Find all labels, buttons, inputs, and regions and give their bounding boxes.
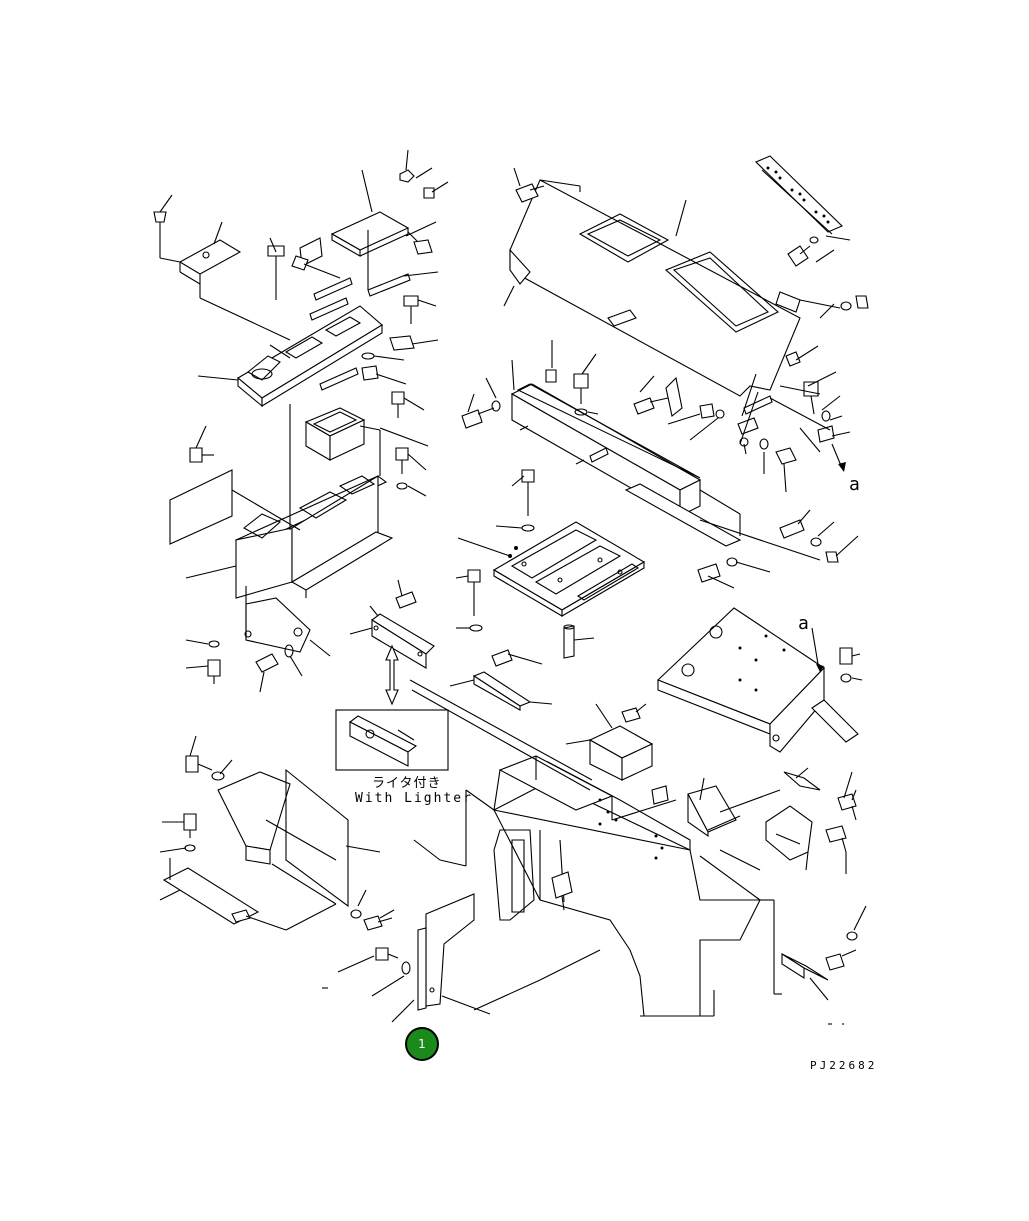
ashtray-box [304, 407, 366, 461]
right-fittings [697, 295, 869, 589]
lighter-note-japanese: ライタ付き [372, 776, 442, 791]
side-cover-left [162, 768, 349, 931]
top-cover [503, 167, 801, 397]
bolts-left [183, 169, 435, 852]
lighter-inset-box [335, 709, 449, 771]
console-lower-body [169, 469, 394, 599]
connector-lines [289, 385, 821, 561]
control-box [565, 703, 654, 781]
reference-label-a-arrow: a [849, 474, 860, 495]
seat-mount-plate [455, 469, 646, 659]
reference-label-a-target: a [798, 613, 809, 634]
lighter-note-english: With Lighter [355, 791, 473, 806]
leader-lines-left [159, 149, 449, 901]
center-long-bracket [461, 340, 742, 547]
right-mount-plate [656, 607, 863, 753]
right-frame-brackets [611, 767, 867, 1025]
console-bracket-left [153, 211, 291, 341]
console-plate-top [330, 211, 433, 290]
drawing-number: PJ22682 [810, 1059, 878, 1072]
bottom-center-bracket [322, 889, 475, 1023]
lighter-plate [349, 579, 435, 706]
console-upper-frame [237, 305, 383, 408]
grille-panel [755, 155, 851, 267]
main-floor-frame [409, 679, 761, 1017]
center-small-bracket [449, 649, 553, 711]
console-foot-bracket [244, 586, 311, 653]
callout-marker[interactable]: 1 [405, 1027, 439, 1061]
